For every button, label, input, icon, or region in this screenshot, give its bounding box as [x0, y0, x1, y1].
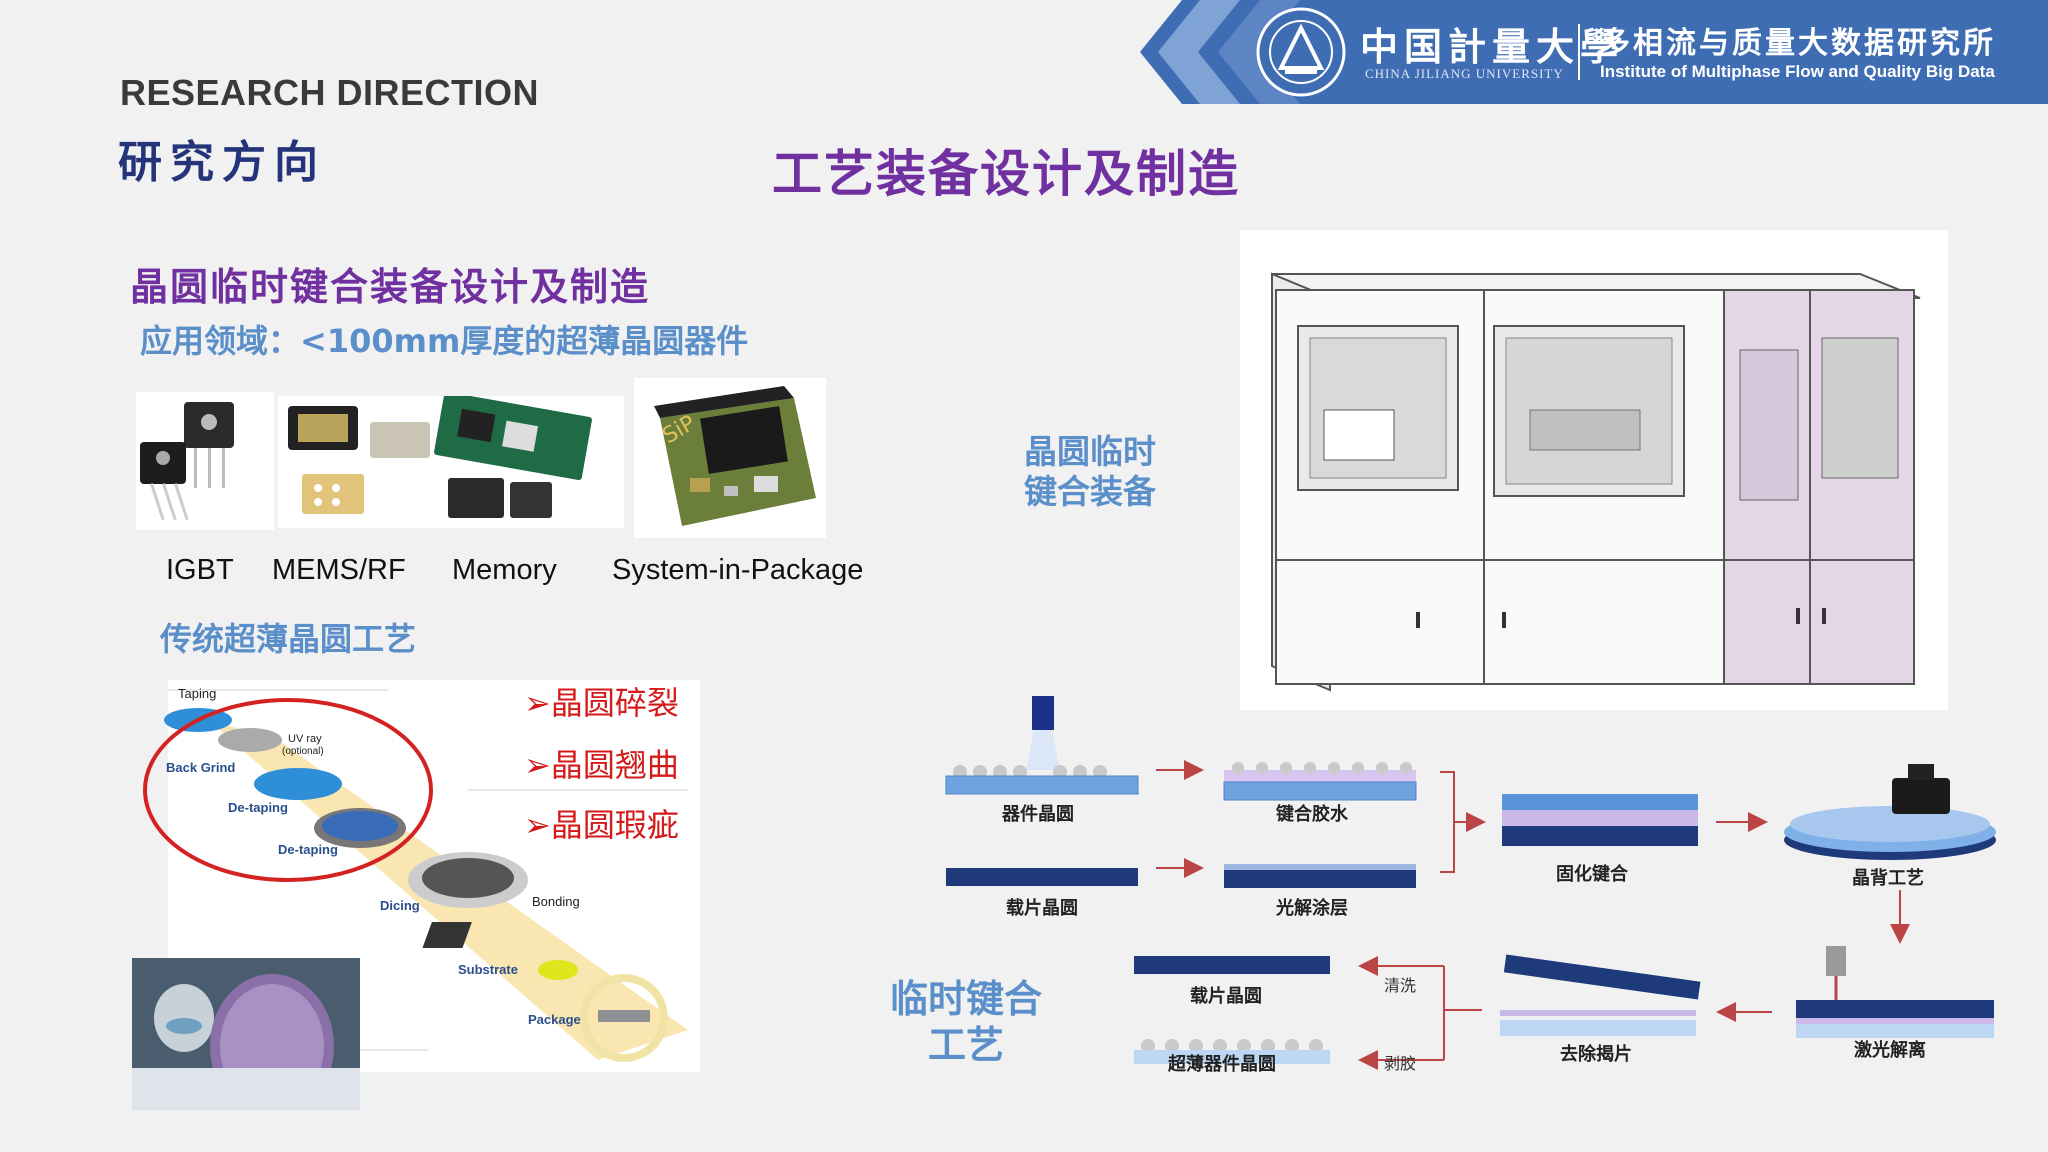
- step-device-wafer: 器件晶圆: [1002, 804, 1074, 825]
- defect-warpage: ➢晶圆翘曲: [524, 746, 679, 784]
- banner-divider: [1578, 24, 1580, 80]
- diagram-label-taping: Taping: [178, 686, 216, 701]
- diagram-label-detaping-1: De-taping: [228, 800, 288, 815]
- diagram-label-substrate: Substrate: [458, 962, 518, 977]
- equipment-label: 晶圆临时 键合装备: [1012, 432, 1168, 512]
- product-label-memory: Memory: [452, 554, 557, 586]
- branch-strip: 剥胶: [1384, 1054, 1417, 1073]
- step-backside-process: 晶背工艺: [1852, 868, 1924, 889]
- equipment-label-line1: 晶圆临时: [1024, 432, 1156, 471]
- university-banner: [1140, 0, 2048, 104]
- institute-name-cn: 多相流与质量大数据研究所: [1600, 26, 1996, 61]
- diagram-label-detaping-2: De-taping: [278, 842, 338, 857]
- igbt-image: [136, 392, 274, 530]
- sub-title: 晶圆临时键合装备设计及制造: [130, 265, 651, 309]
- main-title: 工艺装备设计及制造: [772, 145, 1240, 203]
- step-release-coating: 光解涂层: [1276, 898, 1348, 919]
- bonding-equipment-render: [1240, 230, 1948, 710]
- process-title: 临时键合 工艺: [884, 976, 1048, 1068]
- step-laser-release: 激光解离: [1854, 1040, 1926, 1061]
- diagram-label-uv: UV ray: [288, 733, 322, 745]
- university-seal-icon: [1256, 7, 1346, 97]
- process-title-line2: 工艺: [927, 1023, 1004, 1067]
- institute-name-en: Institute of Multiphase Flow and Quality…: [1600, 62, 1995, 81]
- step-carrier-wafer-return: 载片晶圆: [1190, 986, 1262, 1007]
- traditional-process-diagram: Taping UV ray (optional) Back Grind De-t…: [143, 680, 700, 1072]
- section-title-en: RESEARCH DIRECTION: [120, 72, 540, 113]
- diagram-label-optional: (optional): [282, 746, 324, 757]
- temporary-bonding-flow-diagram: [945, 696, 1996, 1070]
- defect-flaws: ➢晶圆瑕疵: [524, 806, 679, 844]
- university-name-cn: 中国計量大學: [1360, 24, 1625, 69]
- diagram-label-back-grind: Back Grind: [166, 760, 235, 775]
- product-label-mems: MEMS/RF: [272, 554, 406, 586]
- traditional-process-title: 传统超薄晶圆工艺: [160, 620, 417, 658]
- process-title-line1: 临时键合: [889, 977, 1042, 1021]
- diagram-label-bonding: Bonding: [532, 894, 580, 909]
- application-field: 应用领域：<100mm厚度的超薄晶圆器件: [140, 322, 749, 360]
- technician-wafer-photo: [132, 958, 360, 1110]
- university-name-en: CHINA JILIANG UNIVERSITY: [1365, 66, 1564, 81]
- defect-cracking: ➢晶圆碎裂: [524, 684, 679, 722]
- branch-clean: 清洗: [1384, 976, 1417, 995]
- mems-memory-image: [278, 396, 624, 528]
- product-label-igbt: IGBT: [166, 554, 234, 586]
- equipment-label-line2: 键合装备: [1024, 472, 1156, 511]
- step-ultrathin-device-wafer: 超薄器件晶圆: [1168, 1054, 1276, 1075]
- step-carrier-wafer: 载片晶圆: [1006, 898, 1078, 919]
- step-bonding-adhesive: 键合胶水: [1276, 804, 1348, 825]
- diagram-label-package: Package: [528, 1012, 581, 1027]
- step-remove-carrier: 去除揭片: [1560, 1044, 1632, 1065]
- step-cure-bond: 固化键合: [1556, 864, 1628, 885]
- diagram-label-dicing: Dicing: [380, 898, 420, 913]
- system-in-package-image: SiP: [634, 378, 826, 538]
- product-label-sip: System-in-Package: [612, 554, 864, 586]
- section-title-cn: 研究方向: [118, 137, 326, 188]
